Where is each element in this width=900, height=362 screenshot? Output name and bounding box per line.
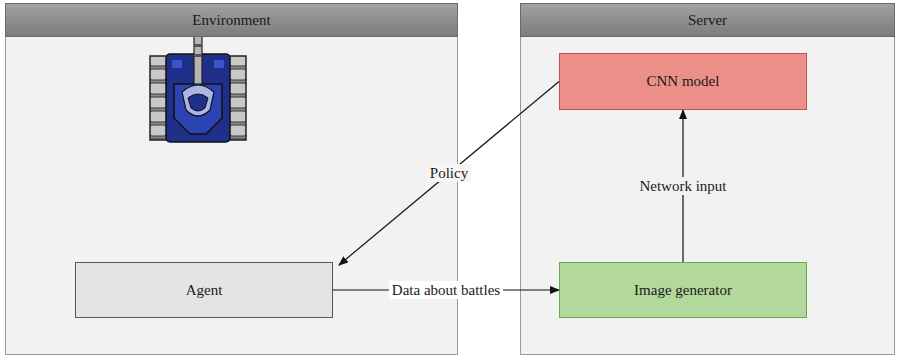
agent-box: Agent — [75, 262, 333, 318]
arrow-connector — [339, 82, 559, 266]
box-label: Image generator — [634, 282, 732, 299]
edge-label: Network input — [636, 177, 729, 195]
edge-label: Policy — [427, 164, 471, 182]
panel-title: Environment — [192, 12, 270, 29]
generator-box: Image generator — [559, 262, 807, 318]
model-box: CNN model — [559, 53, 807, 110]
panel-header: Environment — [5, 3, 458, 37]
box-label: Agent — [186, 282, 223, 299]
panel-title: Server — [688, 12, 727, 29]
edge-label: Data about battles — [389, 281, 503, 299]
tank-illustration — [148, 26, 248, 148]
box-label: CNN model — [647, 73, 720, 90]
panel-header: Server — [520, 3, 895, 37]
